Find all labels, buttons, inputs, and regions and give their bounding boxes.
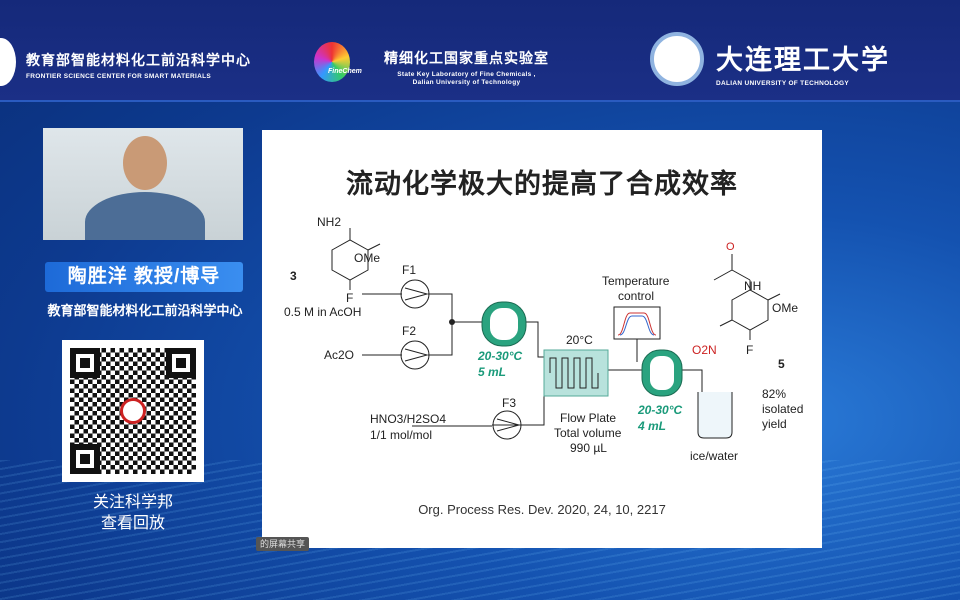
plate-label-1: Flow Plate	[560, 411, 616, 425]
finechem-lab: 精细化工国家重点实验室 State Key Laboratory of Fine…	[384, 48, 549, 86]
coil1-temp: 20-30°C	[477, 349, 522, 363]
dlut-en: DALIAN UNIVERSITY OF TECHNOLOGY	[716, 80, 850, 87]
dlut-cn: 大连理工大学	[716, 45, 890, 76]
svg-text:O: O	[726, 241, 735, 253]
screen-share-indicator[interactable]: 的屏幕共享	[256, 537, 310, 551]
label-ome: OMe	[354, 251, 380, 265]
temp-control-box	[613, 306, 661, 340]
label-ice-water: ice/water	[690, 449, 738, 463]
header-banner: 教育部智能材料化工前沿科学中心 FRONTIER SCIENCE CENTER …	[0, 0, 960, 102]
flow-diagram: NH2 OMe F 3 0.5 M in AcOH Ac2O F1 F2 F3 …	[284, 215, 803, 463]
plate-temp: 20°C	[566, 333, 593, 347]
label-f: F	[346, 291, 353, 305]
label-nh2: NH2	[317, 215, 341, 229]
coil2-vol: 4 mL	[637, 419, 666, 433]
speaker-name: 陶胜洋 教授/博导	[45, 262, 243, 292]
speaker-video	[43, 128, 243, 240]
finechem-cn: 精细化工国家重点实验室	[384, 50, 549, 66]
frontier-center-logo	[0, 38, 16, 86]
yield-value: 82%	[762, 387, 786, 401]
slide-citation: Org. Process Res. Dev. 2020, 24, 10, 221…	[418, 502, 666, 517]
slide-title: 流动化学极大的提高了合成效率	[346, 169, 738, 199]
ice-water-beaker	[697, 392, 733, 439]
pump-f1-label: F1	[402, 263, 416, 277]
speaker-body	[85, 192, 205, 240]
temp-control-label-1: Temperature	[602, 274, 670, 288]
yield-label-2: yield	[762, 417, 787, 431]
qr-code	[62, 340, 204, 482]
finechem-en2: Dalian University of Technology	[412, 79, 521, 86]
label-no2: O2N	[692, 343, 717, 357]
qr-caption-2: 查看回放	[100, 515, 165, 532]
pump-f2-label: F2	[402, 324, 416, 338]
coil2-temp: 20-30°C	[637, 403, 682, 417]
frontier-center-en: FRONTIER SCIENCE CENTER FOR SMART MATERI…	[26, 73, 212, 80]
pump-f3-label: F3	[502, 396, 516, 410]
label-ac2o: Ac2O	[324, 348, 354, 362]
compound-3: 3	[290, 269, 297, 283]
label-nh: NH	[744, 279, 761, 293]
speaker-head	[123, 136, 167, 190]
speaker-affiliation: 教育部智能材料化工前沿科学中心	[47, 303, 243, 318]
plate-label-2: Total volume	[554, 426, 622, 440]
label-acid: HNO3/H2SO4	[370, 412, 446, 426]
benzene-ring-5	[731, 289, 769, 331]
temp-control-label-2: control	[618, 289, 654, 303]
finechem-en1: State Key Laboratory of Fine Chemicals ,	[397, 71, 536, 78]
compound-5: 5	[778, 357, 785, 371]
qr-caption: 关注科学邦 查看回放	[60, 492, 206, 534]
label-f-product: F	[746, 343, 753, 357]
presentation-slide: 流动化学极大的提高了合成效率 NH2 OMe F 3 0.5 M in AcOH…	[262, 130, 822, 548]
dlut: 大连理工大学 DALIAN UNIVERSITY OF TECHNOLOGY	[716, 38, 890, 87]
label-conc: 0.5 M in AcOH	[284, 305, 361, 319]
frontier-center-cn: 教育部智能材料化工前沿科学中心	[26, 52, 251, 68]
label-ratio: 1/1 mol/mol	[370, 428, 432, 442]
plate-label-3: 990 µL	[570, 441, 607, 455]
frontier-center: 教育部智能材料化工前沿科学中心 FRONTIER SCIENCE CENTER …	[26, 50, 251, 80]
yield-label-1: isolated	[762, 402, 803, 416]
coil1-vol: 5 mL	[478, 365, 506, 379]
dlut-seal-icon	[650, 32, 704, 86]
qr-caption-1: 关注科学邦	[92, 494, 173, 511]
finechem-logo: FineChem	[314, 42, 362, 82]
label-ome-product: OMe	[772, 301, 798, 315]
